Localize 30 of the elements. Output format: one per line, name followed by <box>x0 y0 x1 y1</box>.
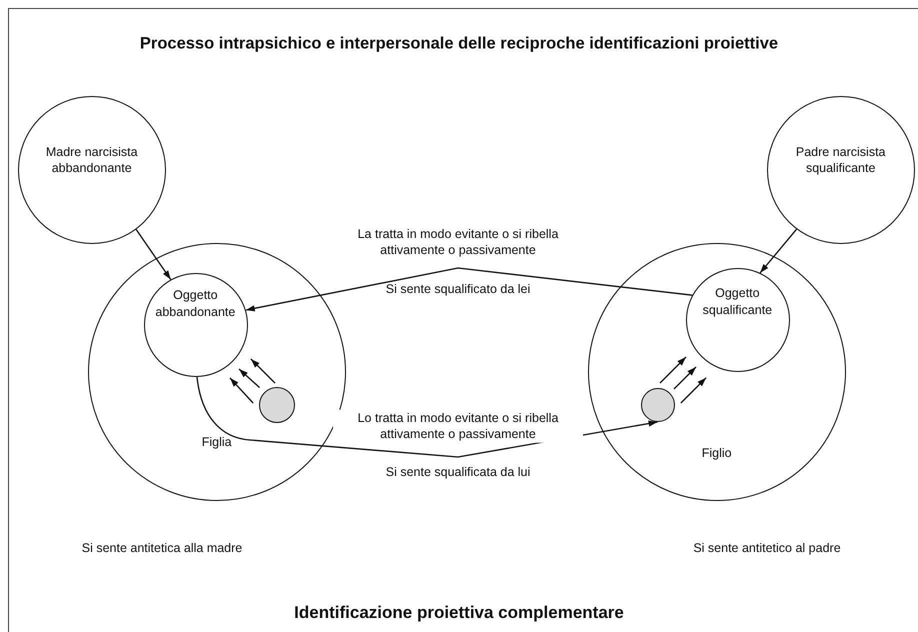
edge-label: Lo tratta in modo evitante o si ribella attivamente o passivamente <box>333 410 583 442</box>
arrow <box>136 229 172 280</box>
arrow <box>674 366 696 390</box>
circle-node <box>144 272 248 377</box>
circle-node <box>767 96 915 244</box>
arrow <box>760 228 798 274</box>
circle-node <box>686 268 790 372</box>
arrow <box>230 378 254 404</box>
beside-note: Si sente antitetica alla madre <box>82 540 242 556</box>
node-label: Figlia <box>200 434 233 450</box>
arrow <box>680 377 707 404</box>
arrow <box>660 356 686 384</box>
small-circle <box>258 386 295 423</box>
node-label: Madre narcisista abbandonante <box>46 143 138 176</box>
node-label: Figlio <box>700 444 733 461</box>
annotation-text: Si sente squalificato da lei <box>386 280 530 298</box>
beside-note: Si sente antitetico al padre <box>693 540 841 556</box>
diagram-caption: Identificazione proiettiva complementare <box>294 602 624 624</box>
arrow <box>196 376 658 458</box>
circle-node <box>588 243 846 501</box>
arrow <box>250 358 276 384</box>
arrow <box>238 368 260 388</box>
arrow <box>246 267 692 312</box>
node-label: Oggetto abbandonante <box>154 287 236 320</box>
node-label: Padre narcisista squalificante <box>794 143 886 176</box>
node-label: Oggetto squalificante <box>702 285 774 318</box>
small-circle <box>640 388 675 422</box>
annotation-text: Si sente squalificata da lui <box>386 464 530 480</box>
diagram-title: Processo intrapsichico e interpersonale delle reciproche identificazioni proiettive <box>140 33 778 54</box>
circle-node <box>18 96 166 244</box>
